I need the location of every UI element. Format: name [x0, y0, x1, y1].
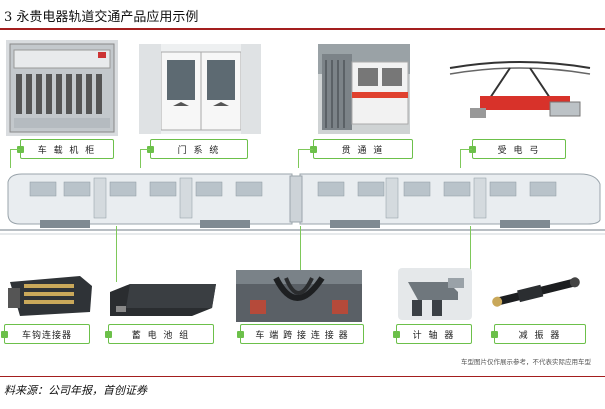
- label-marker: [491, 331, 498, 338]
- connector-line: [470, 226, 471, 270]
- door-system-photo: [139, 44, 261, 134]
- label-marker: [310, 146, 317, 153]
- label-text: 门 系 统: [177, 145, 221, 156]
- label-text: 计 轴 器: [412, 330, 456, 341]
- bottom-divider: [0, 376, 605, 377]
- label-text: 车 载 机 柜: [37, 145, 97, 156]
- label-damper: 减 振 器: [491, 324, 586, 344]
- disclaimer-note: 车型图片仅作展示参考，不代表实际应用车型: [461, 358, 591, 366]
- connector-line: [140, 149, 150, 150]
- label-battery-pack: 蓄 电 池 组: [105, 324, 214, 344]
- damper-photo: [488, 274, 584, 310]
- label-marker: [1, 331, 8, 338]
- onboard-cabinet-photo: [6, 40, 118, 136]
- pantograph-photo: [440, 58, 598, 126]
- label-inter-car-jumper: 车 端 跨 接 连 接 器: [237, 324, 364, 344]
- label-marker: [147, 146, 154, 153]
- label-text: 减 振 器: [518, 330, 562, 341]
- connector-line: [460, 149, 461, 179]
- label-door-system: 门 系 统: [147, 139, 248, 159]
- label-text: 车 端 跨 接 连 接 器: [255, 330, 349, 341]
- label-marker: [469, 146, 476, 153]
- gangway-photo: [318, 44, 410, 134]
- metro-train-illustration: [0, 168, 605, 238]
- coupler-connector-photo: [4, 268, 98, 318]
- inter-car-jumper-photo: [236, 270, 362, 322]
- label-text: 车钩连接器: [21, 330, 72, 341]
- axle-counter-photo: [398, 268, 472, 320]
- label-axle-counter: 计 轴 器: [393, 324, 472, 344]
- title-divider: [0, 28, 605, 30]
- label-pantograph: 受 电 弓: [469, 139, 566, 159]
- connector-line: [140, 149, 141, 183]
- connector-line: [116, 226, 117, 296]
- label-coupler-connector: 车钩连接器: [1, 324, 90, 344]
- label-gangway: 贯 通 道: [310, 139, 413, 159]
- label-text: 贯 通 道: [341, 145, 385, 156]
- connector-line: [300, 226, 301, 270]
- label-marker: [105, 331, 112, 338]
- label-text: 受 电 弓: [497, 145, 541, 156]
- label-marker: [393, 331, 400, 338]
- figure-title: 3 永贵电器轨道交通产品应用示例: [4, 10, 199, 25]
- label-marker: [17, 146, 24, 153]
- connector-line: [298, 149, 299, 181]
- connector-line: [460, 149, 472, 150]
- label-onboard-cabinet: 车 载 机 柜: [17, 139, 114, 159]
- battery-pack-photo: [106, 282, 218, 318]
- connector-line: [10, 149, 11, 183]
- label-text: 蓄 电 池 组: [131, 330, 191, 341]
- label-marker: [237, 331, 244, 338]
- source-caption: 料来源：公司年报，首创证券: [4, 384, 147, 397]
- connector-line: [10, 149, 20, 150]
- connector-line: [298, 149, 313, 150]
